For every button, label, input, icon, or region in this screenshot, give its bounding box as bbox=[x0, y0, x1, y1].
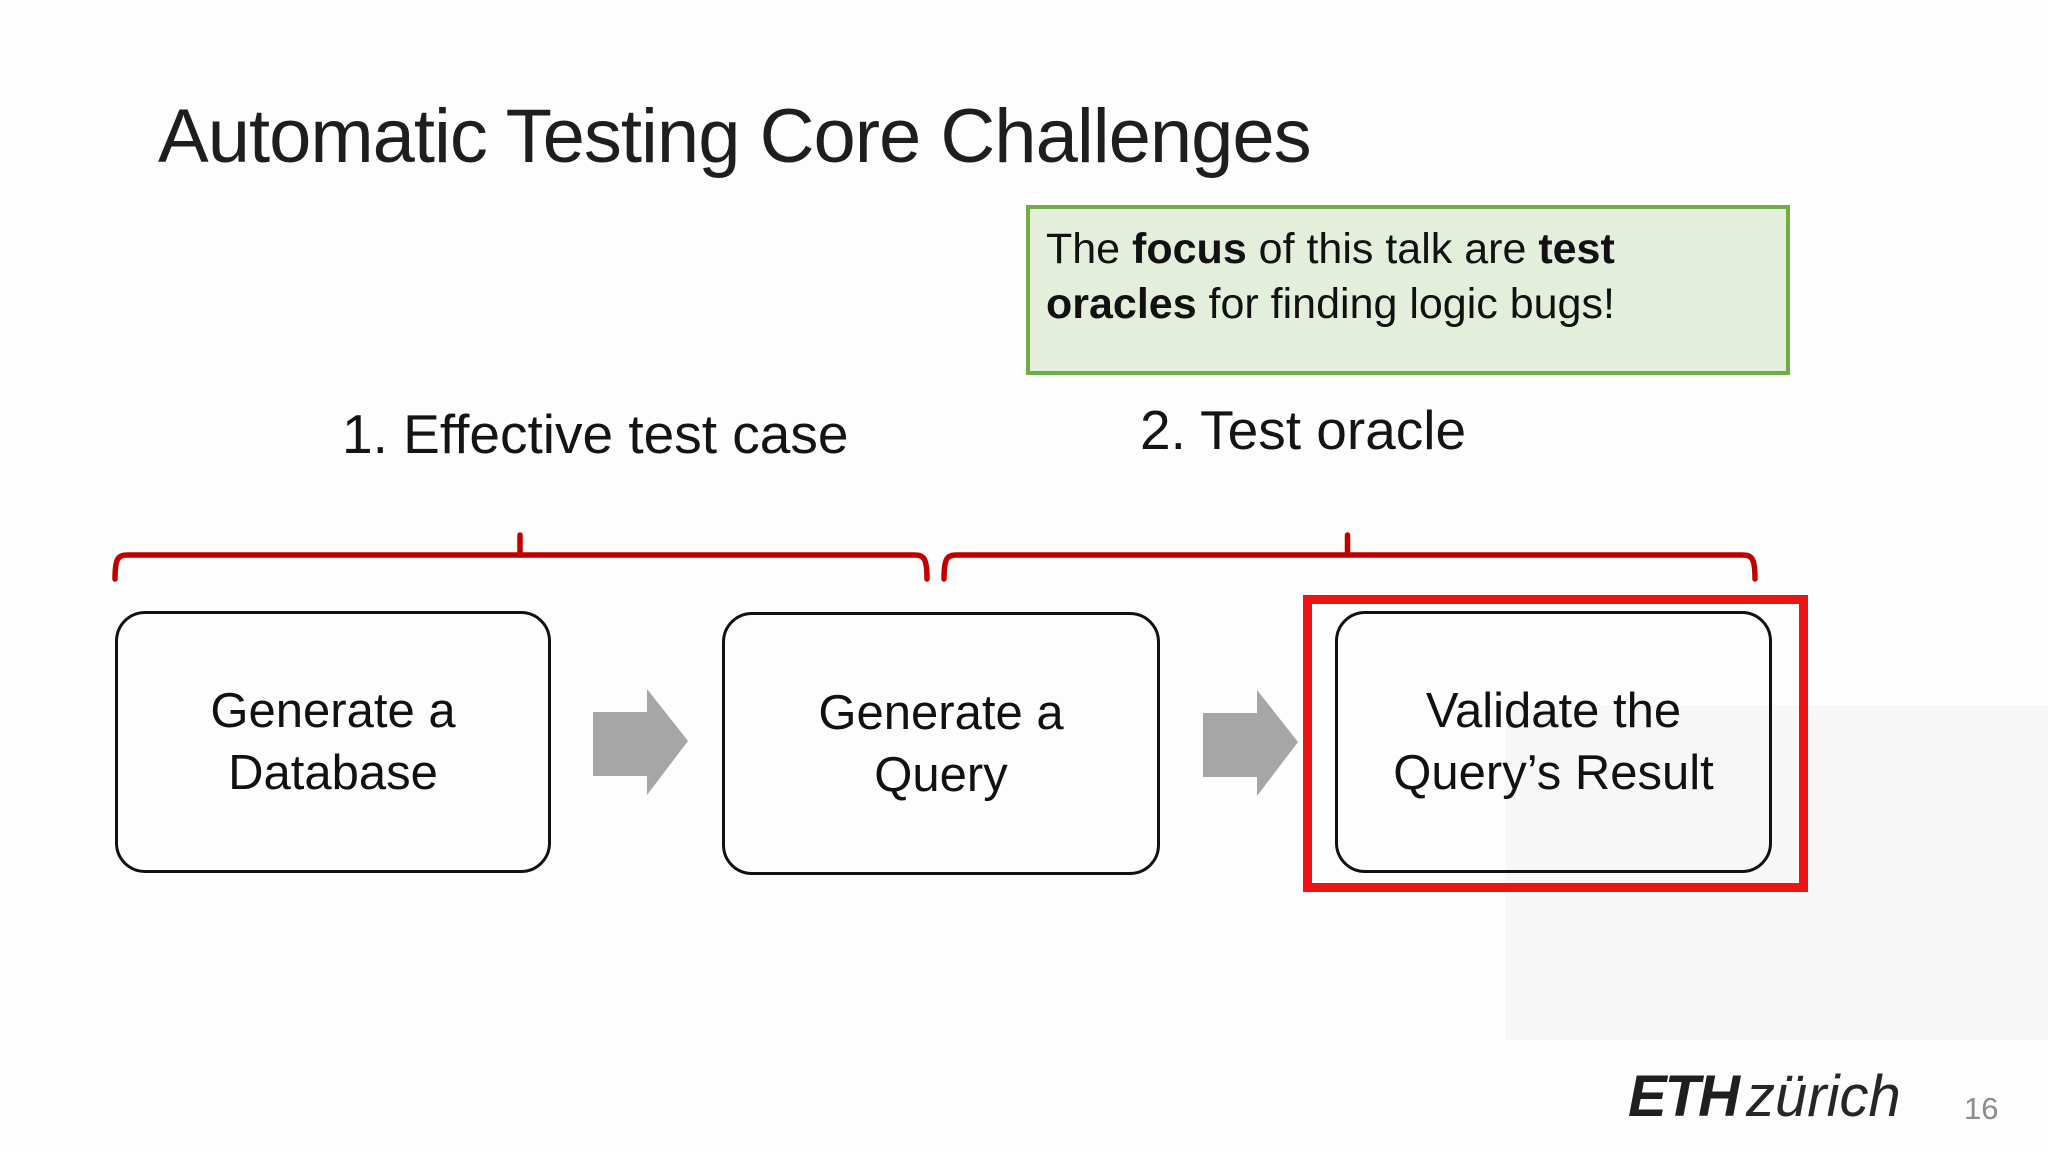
callout-text-line1: The focus of this talk are test bbox=[1046, 225, 1615, 273]
focus-callout: The focus of this talk are test oracles … bbox=[1026, 205, 1790, 375]
brace-icon-effective-test-case bbox=[112, 532, 930, 582]
challenge-label-effective-test-case: 1. Effective test case bbox=[342, 403, 849, 465]
brace-icon-test-oracle bbox=[941, 532, 1758, 582]
challenge-label-test-oracle: 2. Test oracle bbox=[1140, 399, 1467, 461]
callout-text-line2: oracles for finding logic bugs! bbox=[1046, 280, 1615, 328]
eth-logo-light: zürich bbox=[1746, 1064, 1901, 1129]
highlight-rectangle bbox=[1303, 595, 1808, 892]
eth-logo-bold: ETH bbox=[1628, 1064, 1740, 1129]
arrow-right-icon bbox=[593, 689, 688, 795]
page-number: 16 bbox=[1964, 1091, 1999, 1126]
page-title: Automatic Testing Core Challenges bbox=[158, 93, 1312, 179]
arrow-right-icon bbox=[1203, 690, 1298, 796]
eth-zurich-logo: ETH zürich bbox=[1628, 1063, 1901, 1129]
